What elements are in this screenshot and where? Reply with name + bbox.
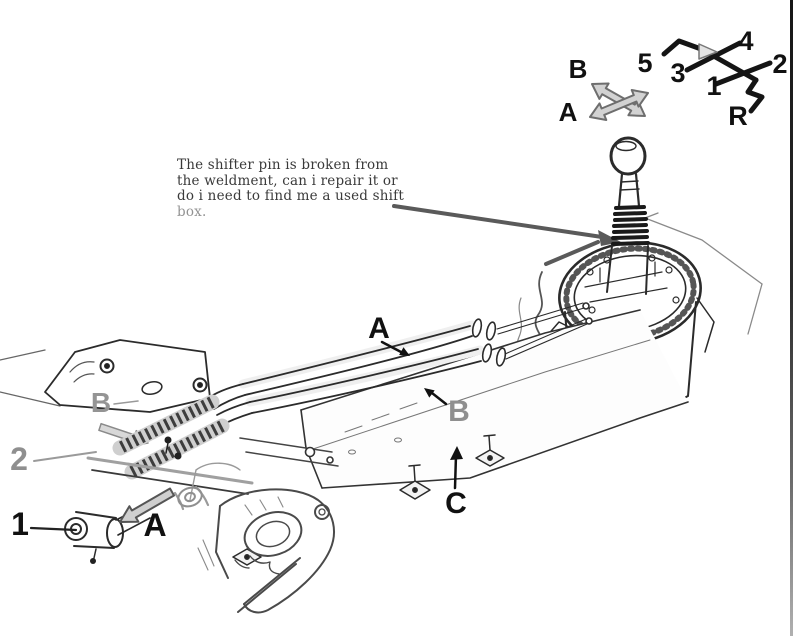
floor-pan — [232, 309, 689, 566]
motion-arrow-icon — [119, 487, 175, 523]
body-panel-lines — [644, 212, 763, 335]
shift-direction-arrows — [589, 82, 649, 121]
part-1-label: 1 — [11, 506, 29, 542]
gear-5-label: 5 — [637, 48, 652, 78]
direction-arrow-icon — [591, 82, 646, 117]
cable-boots — [112, 394, 230, 480]
pan-studs — [232, 434, 505, 566]
bushing — [177, 486, 203, 508]
cable-end-fittings — [471, 302, 593, 367]
gear-2-label: 2 — [772, 49, 787, 79]
note-pointer-arrow — [392, 204, 621, 266]
note-line: the weldment, can i repair it or — [177, 172, 398, 189]
motion-a-label: A — [143, 507, 166, 543]
note-line: The shifter pin is broken from — [177, 157, 389, 173]
gear-3-label: 3 — [670, 58, 685, 88]
pattern-arrowhead-icon — [698, 43, 718, 60]
direction-b-label: B — [569, 54, 588, 84]
note-line: box. — [177, 203, 207, 220]
shift-knob — [609, 136, 647, 176]
direction-arrow-icon — [589, 89, 649, 121]
part-2-label: 2 — [10, 441, 28, 477]
bracket-b-label: B — [91, 387, 111, 418]
gear-1-label: 1 — [706, 71, 721, 101]
bell-housing — [189, 462, 335, 614]
cable-a-label: A — [368, 312, 390, 345]
photo-edge-line — [790, 0, 793, 636]
callouts: A B C 2 1 B A — [10, 312, 470, 543]
note-line: do i need to find me a used shift — [177, 188, 404, 204]
gear-4-label: 4 — [738, 26, 753, 56]
shift-boot — [611, 205, 650, 246]
shift-pattern-diagram — [661, 38, 773, 114]
shield-c-label: C — [445, 487, 467, 520]
direction-a-label: A — [559, 97, 578, 127]
cable-b-label: B — [448, 395, 470, 428]
shift-pattern-labels: 5 3 4 1 2 R — [637, 26, 787, 131]
transmission-bracket — [0, 339, 211, 413]
gear-r-label: R — [728, 101, 748, 131]
question-note: The shifter pin is broken from the weldm… — [177, 157, 404, 220]
